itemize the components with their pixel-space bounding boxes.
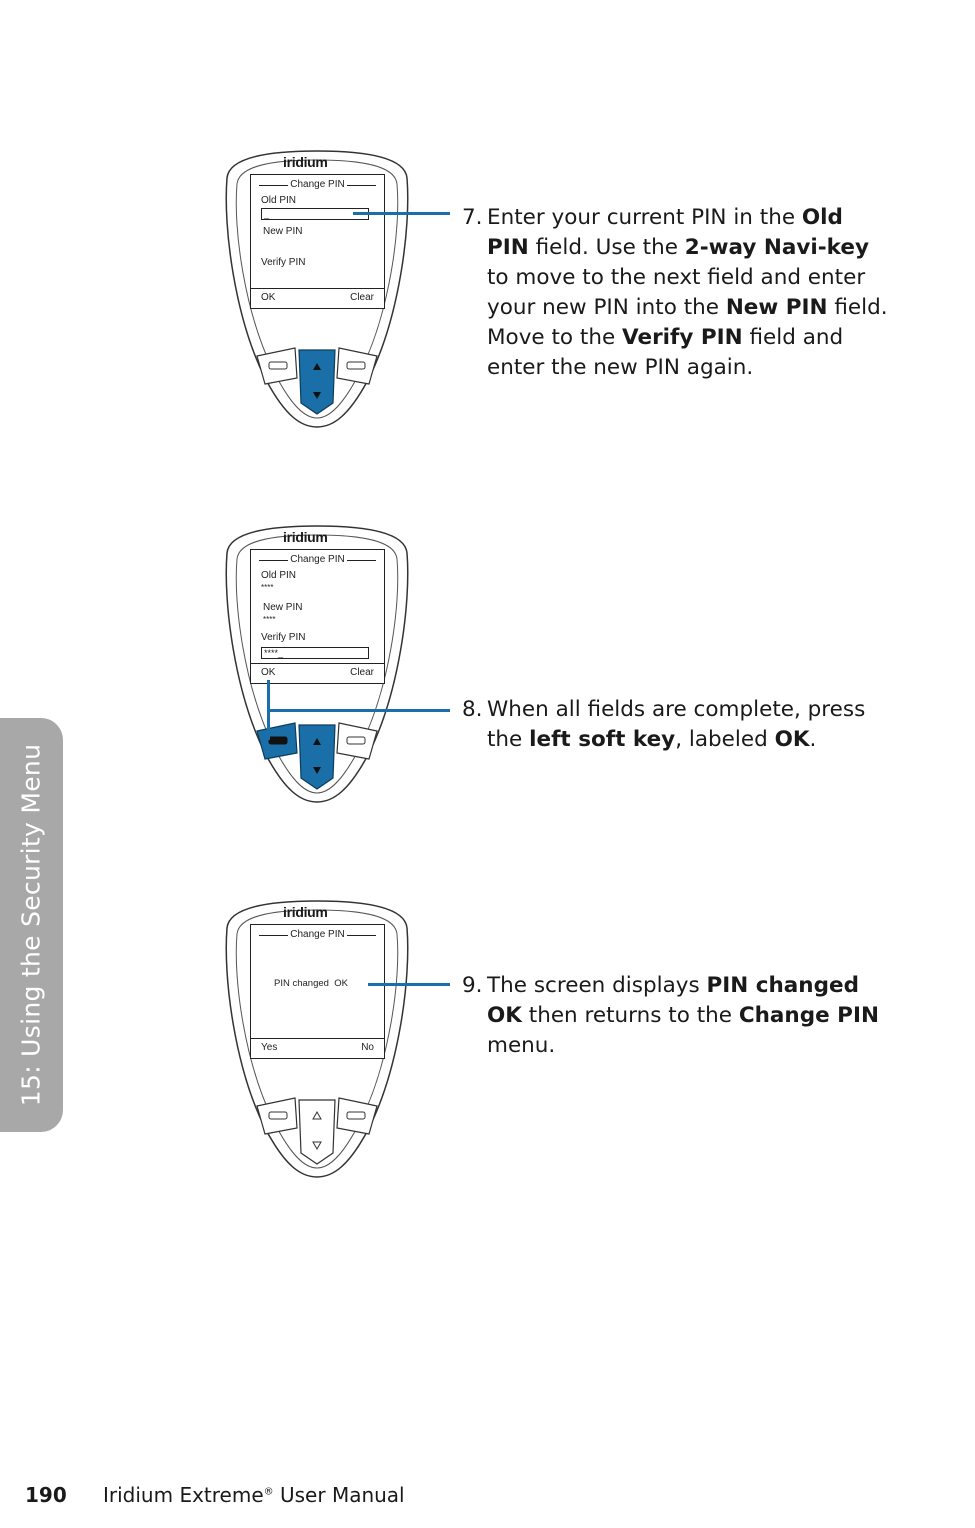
callout-line-step9: [368, 983, 450, 986]
phone-illustration-step7: iridium Change PIN Old PIN _ New PIN Ver…: [225, 148, 409, 430]
manual-title: Iridium Extreme® User Manual: [103, 1483, 405, 1507]
phone-screen: Change PIN Old PIN _ New PIN Verify PIN …: [250, 174, 385, 309]
softkey-bar: OK Clear: [251, 663, 384, 683]
old-pin-label: Old PIN: [261, 570, 297, 581]
phone-illustration-step9: iridium Change PIN PIN changed OK Yes No: [225, 898, 409, 1180]
phone-illustration-step8: iridium Change PIN Old PIN **** New PIN …: [225, 523, 409, 805]
step-number: 7.: [462, 205, 483, 230]
new-pin-value: ****: [263, 615, 276, 624]
screen-title: Change PIN: [251, 554, 384, 565]
callout-line-step7: [353, 212, 450, 215]
step-text: When all fields are complete, press the …: [487, 697, 866, 752]
iridium-logo: iridium: [283, 904, 328, 920]
screen-title: Change PIN: [251, 179, 384, 190]
iridium-logo: iridium: [283, 529, 328, 545]
verify-pin-label: Verify PIN: [261, 257, 306, 268]
page-number: 190: [25, 1483, 67, 1507]
callout-line-step8: [267, 709, 450, 712]
soft-left-label[interactable]: OK: [261, 292, 276, 303]
softkey-bar: Yes No: [251, 1038, 384, 1058]
chapter-side-tab: [0, 718, 63, 1132]
new-pin-label: New PIN: [263, 226, 303, 237]
old-pin-value: ****: [261, 583, 274, 592]
step-8: 8. When all fields are complete, press t…: [462, 695, 892, 755]
step-number: 9.: [462, 973, 483, 998]
verify-pin-label: Verify PIN: [261, 632, 306, 643]
soft-right-label[interactable]: Clear: [350, 292, 374, 303]
step-7: 7. Enter your current PIN in the Old PIN…: [462, 203, 892, 383]
step-9: 9. The screen displays PIN changed OK th…: [462, 971, 892, 1061]
verify-pin-field[interactable]: ****_: [261, 647, 369, 659]
status-message: PIN changed OK: [274, 978, 348, 989]
soft-left-label[interactable]: Yes: [261, 1042, 278, 1053]
soft-right-label[interactable]: Clear: [350, 667, 374, 678]
iridium-logo: iridium: [283, 154, 328, 170]
step-text: Enter your current PIN in the Old PIN fi…: [487, 205, 888, 380]
step-number: 8.: [462, 697, 483, 722]
new-pin-label: New PIN: [263, 602, 303, 613]
screen-title: Change PIN: [251, 929, 384, 940]
phone-screen: Change PIN PIN changed OK Yes No: [250, 924, 385, 1059]
softkey-bar: OK Clear: [251, 288, 384, 308]
old-pin-label: Old PIN: [261, 195, 297, 206]
phone-screen: Change PIN Old PIN **** New PIN **** Ver…: [250, 549, 385, 684]
step-text: The screen displays PIN changed OK then …: [487, 973, 879, 1058]
soft-right-label[interactable]: No: [361, 1042, 374, 1053]
soft-left-label[interactable]: OK: [261, 667, 276, 678]
chapter-tab-label: 15: Using the Security Menu: [16, 743, 46, 1107]
